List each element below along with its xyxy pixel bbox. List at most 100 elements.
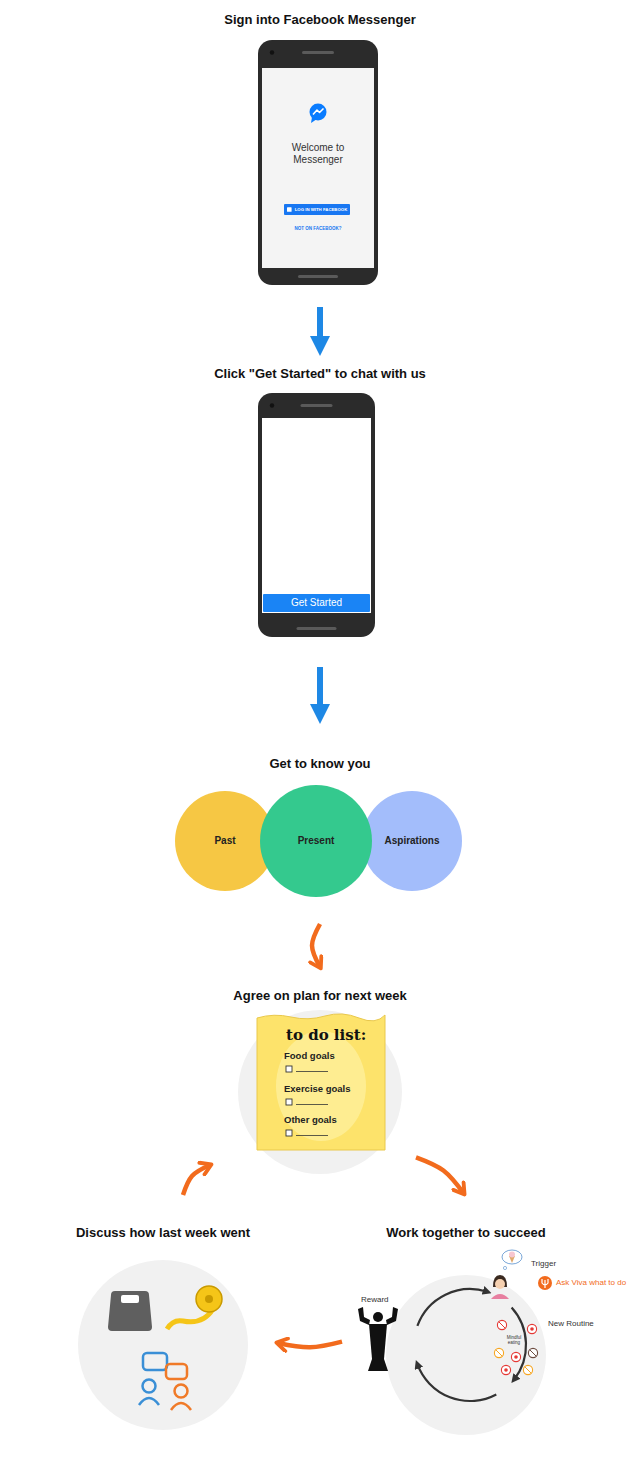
thought-dot (503, 1266, 506, 1269)
illustration (230, 988, 410, 1172)
routine-icon-dot (514, 1355, 518, 1359)
blank-line (296, 1071, 328, 1072)
review-circle: Discuss how last week went (63, 1225, 263, 1432)
sticky-note (257, 1014, 385, 1150)
viva-icon (538, 1276, 552, 1290)
node-text: New Routine (548, 1319, 608, 1329)
messenger-icon-tail (311, 117, 317, 123)
routine-icon (527, 1324, 536, 1333)
speech-bubble (143, 1353, 167, 1370)
tape-hub (205, 1295, 213, 1303)
node-label: Discuss how last week went (63, 1225, 263, 1241)
node-text: Other goals (284, 1114, 382, 1125)
checkbox (286, 1066, 292, 1072)
node-text: Mindful eating (502, 1336, 526, 1346)
reward-head (373, 1312, 383, 1322)
routine-icon-dot (504, 1368, 508, 1372)
facebook-icon (287, 207, 292, 212)
routine-icon (494, 1348, 503, 1357)
node-text: to do list: (286, 1026, 382, 1044)
node-label: LOG IN WITH FACEBOOK (293, 207, 349, 212)
node-label: Click "Get Started" to chat with us (180, 366, 460, 382)
node-text: Welcome to Messenger (283, 142, 353, 166)
blank-line (296, 1135, 328, 1136)
flow-arrow (317, 307, 323, 338)
reward-arm (386, 1307, 398, 1325)
routine-icon (523, 1365, 532, 1374)
routine-icon (497, 1320, 506, 1329)
reward-body (369, 1324, 387, 1359)
node-label: Get Started (263, 597, 370, 609)
habit-loop-circle: Work together to succeedTriggerAsk Viva … (356, 1225, 576, 1437)
flow-arrow (416, 1157, 464, 1193)
illustration (63, 1225, 263, 1432)
venn-circle: Present (260, 785, 372, 897)
circle-group: Get to know youPastPresentAspirations (160, 756, 480, 898)
routine-icon (528, 1348, 537, 1357)
node-label: Present (260, 835, 372, 847)
phone-step: Sign into Facebook MessengerWelcome to M… (180, 12, 460, 287)
backdrop-disc (78, 1260, 248, 1430)
phone-camera (270, 50, 274, 54)
plan-note: Agree on plan for next weekto do list:Fo… (230, 988, 410, 1172)
node-label: Aspirations (362, 835, 462, 847)
node-text: Reward (361, 1295, 401, 1305)
phone-body (258, 40, 378, 285)
scale-icon (108, 1291, 152, 1331)
get-started-button: Get Started (263, 594, 370, 612)
phone-home-bar (297, 627, 337, 630)
person-shoulders (171, 1403, 191, 1410)
person-head (175, 1385, 188, 1398)
speech-bubble (166, 1364, 187, 1379)
viva-icon-mark (542, 1279, 548, 1288)
routine-icon-dot (530, 1327, 534, 1331)
flow-arrow (312, 924, 320, 967)
phone-camera (270, 403, 274, 407)
node-label: Agree on plan for next week (190, 988, 450, 1004)
node-text: NOT ON FACEBOOK? (262, 226, 374, 231)
flow-arrow (278, 1342, 342, 1348)
phone-screen (262, 68, 374, 268)
node-label: Get to know you (160, 756, 480, 772)
ice-cream-scoop (509, 1252, 515, 1258)
routine-icon (511, 1352, 520, 1361)
illustration (356, 1225, 576, 1437)
routine-icon-slash (530, 1350, 536, 1356)
node-label: Sign into Facebook Messenger (180, 12, 460, 28)
node-text: Ask Viva what to do (556, 1278, 626, 1288)
person-head (143, 1380, 156, 1393)
venn-circle: Aspirations (362, 791, 462, 891)
phone-body (258, 393, 375, 637)
messenger-bolt (313, 109, 324, 115)
checkbox (286, 1130, 292, 1136)
phone-speaker (302, 51, 334, 54)
scale-dial (121, 1295, 139, 1303)
thought-bubble (502, 1250, 522, 1264)
phone-screen (262, 418, 371, 613)
cycle-arrow (417, 1364, 496, 1401)
phone-home-bar (298, 275, 338, 278)
flow-arrow (183, 1165, 210, 1195)
login-button: LOG IN WITH FACEBOOK (284, 204, 350, 215)
backdrop-disc (386, 1275, 546, 1435)
person-shoulders (139, 1398, 159, 1405)
phone-step: Click "Get Started" to chat with us Get S… (180, 366, 460, 637)
woman-face (495, 1279, 505, 1289)
flow-arrow (317, 667, 323, 706)
woman-shoulders (491, 1294, 509, 1299)
backdrop-disc (238, 1010, 402, 1174)
routine-icon-slash (525, 1367, 531, 1373)
routine-icon-slash (499, 1322, 505, 1328)
reward-arm (358, 1307, 370, 1325)
node-text: Trigger (531, 1259, 571, 1269)
routine-icon-slash (496, 1350, 502, 1356)
blank-line (296, 1104, 328, 1105)
checkbox (286, 1099, 292, 1105)
phone-speaker (301, 404, 333, 407)
tape-measure (196, 1286, 222, 1312)
cycle-arrow (417, 1289, 487, 1326)
node-text: Exercise goals (284, 1083, 382, 1094)
node-text: Food goals (284, 1050, 382, 1061)
reward-skirt (368, 1359, 388, 1371)
